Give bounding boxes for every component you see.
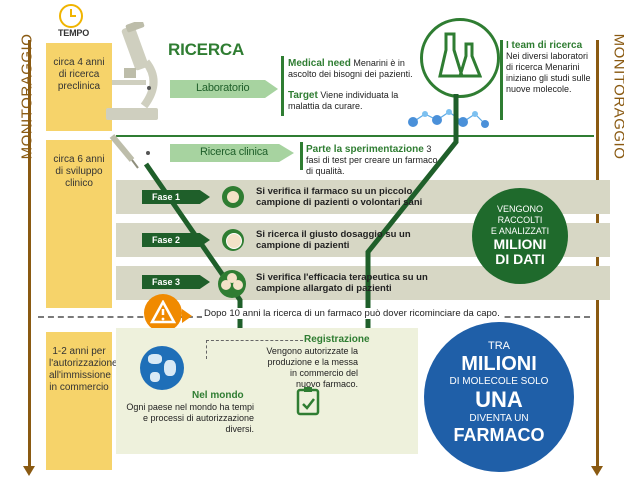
medical-need-title: Medical need	[288, 58, 351, 69]
data-circle: VENGONO RACCOLTI E ANALIZZATI MILIONI DI…	[472, 188, 568, 284]
clinical-dot	[146, 151, 150, 155]
target-title: Target	[288, 90, 318, 101]
warning-text: Dopo 10 anni la ricerca di un farmaco pu…	[202, 308, 502, 319]
registrazione-text: Vengono autorizzate la produzione e la m…	[266, 346, 358, 389]
pipette-icon	[109, 134, 139, 169]
lab-dot	[147, 86, 151, 90]
microscope-icon	[106, 22, 158, 120]
registrazione-title: Registrazione	[304, 334, 370, 345]
laboratorio-arrow	[170, 80, 278, 98]
clock-icon	[59, 4, 83, 28]
ricerca-clinica-label: Ricerca clinica	[200, 146, 268, 158]
patient-icon	[222, 186, 244, 208]
phase-3-tag: Fase 3	[142, 275, 210, 289]
clinical-block: Parte la sperimentazione 3 fasi di test …	[306, 144, 446, 177]
warning-icon	[150, 300, 176, 324]
right-monitoraggio-label: MONITORAGGIO	[610, 33, 624, 160]
molecules-icon	[408, 109, 489, 128]
timeline-box-preclinical: circa 4 anni di ricerca preclinica	[46, 43, 112, 131]
globe-icon	[140, 346, 184, 390]
data-circle-line3: E ANALIZZATI	[490, 226, 550, 236]
registrazione-dashed	[206, 340, 303, 359]
timeline-text-authorization: 1-2 anni per l'autorizzazione all'immiss…	[49, 346, 118, 393]
team-bracket	[500, 40, 503, 120]
clipboard-icon	[296, 387, 320, 416]
petri-dish-icon	[222, 229, 244, 251]
big-circle-l6: FARMACO	[453, 425, 545, 445]
team-text: Nei diversi laboratori di ricerca Menari…	[506, 51, 591, 94]
target-block: Target Viene individuata la malattia da …	[288, 90, 412, 112]
clinical-title: Parte la sperimentazione	[306, 144, 424, 155]
left-timeline-arrow	[23, 466, 35, 476]
ricerca-clinica-arrow	[170, 144, 294, 162]
medical-need-bracket	[281, 56, 284, 116]
phase-2-text: Si ricerca il giusto dosaggio su un camp…	[256, 229, 411, 251]
timeline-text-clinical: circa 6 anni di sviluppo clinico	[53, 154, 105, 189]
flask-icon	[438, 32, 482, 78]
clinical-bracket	[300, 142, 303, 170]
target-text: Viene individuata la malattia da curare.	[288, 90, 399, 111]
big-circle-l3: DI MOLECOLE SOLO	[449, 376, 549, 387]
mondo-title: Nel mondo	[192, 390, 244, 401]
phase-1-tag: Fase 1	[142, 190, 210, 204]
timeline-box-authorization: 1-2 anni per l'autorizzazione all'immiss…	[46, 332, 118, 470]
medical-need-text: Menarini è in ascolto dei bisogni dei pa…	[288, 58, 413, 79]
left-timeline-line	[28, 40, 31, 470]
divider-line	[116, 135, 594, 137]
data-circle-line4: MILIONI	[493, 236, 547, 252]
big-circle-l2: MILIONI	[461, 353, 537, 375]
clinical-text: 3 fasi di test per creare un farmaco di …	[306, 144, 438, 176]
left-monitoraggio-label: MONITORAGGIO	[18, 33, 36, 160]
data-circle-line2: RACCOLTI	[497, 215, 543, 225]
team-block: I team di ricerca Nei diversi laboratori…	[506, 40, 592, 95]
warning-arrow	[182, 309, 192, 323]
flask-circle	[420, 18, 500, 98]
data-circle-line5: DI DATI	[495, 251, 545, 267]
laboratorio-label: Laboratorio	[196, 82, 250, 94]
data-circle-line1: VENGONO	[496, 204, 543, 214]
right-timeline-arrow	[591, 466, 603, 476]
big-molecule-circle: TRA MILIONI DI MOLECOLE SOLO UNA DIVENTA…	[424, 322, 574, 472]
timeline-box-clinical: circa 6 anni di sviluppo clinico	[46, 140, 112, 308]
big-circle-l5: DIVENTA UN	[469, 413, 529, 424]
big-circle-l4: UNA	[475, 387, 523, 412]
big-circle-l1: TRA	[488, 340, 510, 352]
timeline-text-preclinical: circa 4 anni di ricerca preclinica	[53, 57, 105, 92]
patients-group-icon	[218, 270, 246, 298]
phase-3-text: Si verifica l'efficacia terapeutica su u…	[256, 272, 428, 294]
mondo-text: Ogni paese nel mondo ha tempi e processi…	[126, 402, 254, 434]
tempo-label: TEMPO	[58, 28, 90, 38]
phase-2-tag: Fase 2	[142, 233, 210, 247]
medical-need-block: Medical need Menarini è in ascolto dei b…	[288, 58, 416, 80]
phase-1-text: Si verifica il farmaco su un piccolo cam…	[256, 186, 423, 208]
ricerca-title: RICERCA	[168, 40, 245, 59]
team-title: I team di ricerca	[506, 40, 583, 51]
